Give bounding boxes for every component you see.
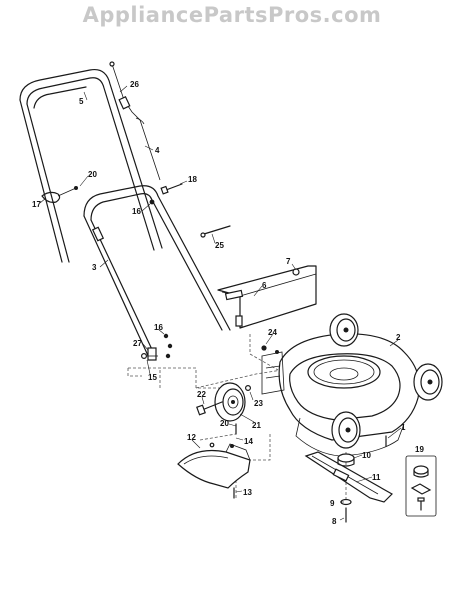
handle-mount-hardware — [141, 333, 173, 361]
rear-wheel-left — [214, 382, 246, 422]
nut-16-upper — [149, 199, 155, 205]
callout-27: 27 — [133, 339, 142, 348]
nut-24 — [261, 345, 267, 351]
callout-21: 21 — [252, 421, 261, 430]
rear-shield — [217, 265, 317, 329]
wheel-bolt-22 — [196, 401, 223, 416]
callout-6: 6 — [262, 281, 267, 290]
watermark: AppliancePartsPros.com — [82, 3, 382, 27]
mower-deck — [261, 333, 420, 457]
callout-1: 1 — [401, 423, 406, 432]
callout-14: 14 — [244, 437, 253, 446]
callout-22: 22 — [197, 390, 206, 399]
washer-23 — [245, 385, 252, 392]
callout-8: 8 — [332, 517, 337, 526]
upper-handle — [19, 68, 163, 263]
lower-handle — [83, 185, 231, 361]
callout-13: 13 — [243, 488, 252, 497]
callout-17: 17 — [32, 200, 41, 209]
control-cable — [109, 61, 161, 181]
callout-16-lower: 16 — [154, 323, 163, 332]
rear-discharge-flap — [177, 442, 251, 489]
callout-20-upper: 20 — [88, 170, 97, 179]
callout-19: 19 — [415, 445, 424, 454]
callout-11: 11 — [372, 473, 381, 482]
callouts: 26 5 4 20 17 18 16 25 3 7 6 2 24 16 27 1… — [32, 80, 424, 526]
front-wheel-left — [331, 411, 361, 449]
callout-24: 24 — [268, 328, 277, 337]
rear-wheel-right — [329, 313, 359, 347]
callout-18: 18 — [188, 175, 197, 184]
bolt-18 — [160, 183, 183, 195]
callout-23: 23 — [254, 399, 263, 408]
callout-20-lower: 20 — [220, 419, 229, 428]
callout-7: 7 — [286, 257, 291, 266]
callout-3: 3 — [92, 263, 97, 272]
callout-12: 12 — [187, 433, 196, 442]
callout-25: 25 — [215, 241, 224, 250]
leader-lines — [39, 85, 402, 521]
blade-11 — [304, 451, 393, 503]
callout-2: 2 — [396, 333, 401, 342]
callout-10: 10 — [362, 451, 371, 460]
callout-15: 15 — [148, 373, 157, 382]
callout-4: 4 — [155, 146, 160, 155]
adapter-kit-19 — [405, 455, 437, 517]
pin-25 — [200, 225, 231, 238]
callout-5: 5 — [79, 97, 84, 106]
callout-16-upper: 16 — [132, 207, 141, 216]
front-wheel-right — [413, 363, 443, 401]
callout-9: 9 — [330, 499, 335, 508]
handle-knob-17 — [41, 186, 78, 203]
callout-26: 26 — [130, 80, 139, 89]
